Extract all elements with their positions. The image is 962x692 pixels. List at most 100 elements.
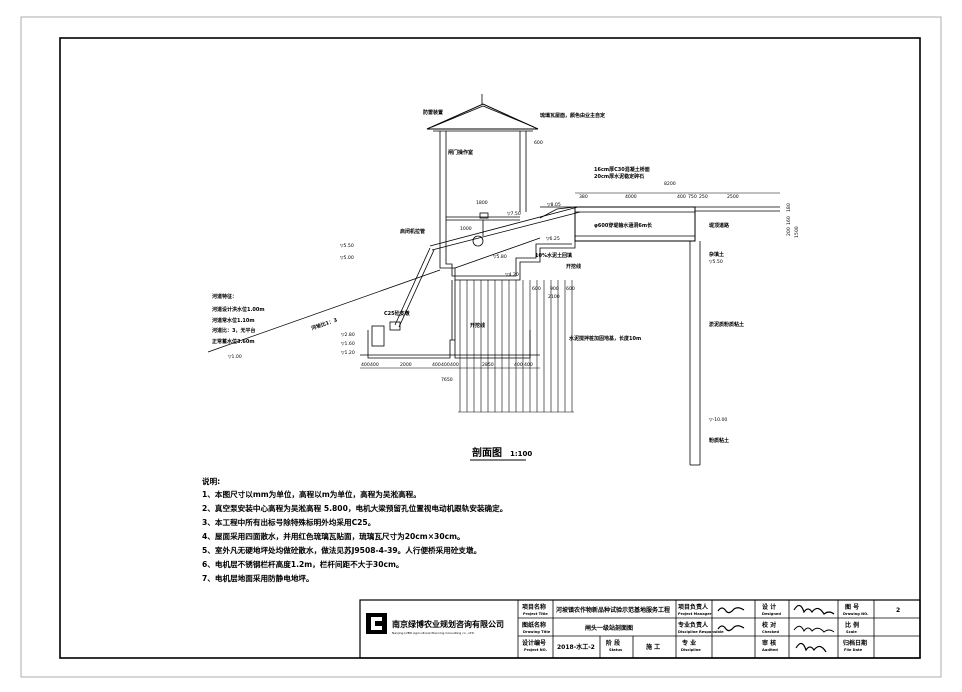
dim-right: 180: [786, 203, 792, 212]
discipline-lead-label-en: Discipline Responsible: [678, 630, 724, 634]
title-block: [359, 599, 921, 659]
note-item: 7、电机层地面采用防静电地坪。: [202, 573, 314, 583]
elevation-mark: ▽5.50: [340, 243, 354, 249]
label-pier: C25砼支墩: [384, 310, 411, 317]
drawing-name-label-en: Drawing Title: [523, 630, 551, 634]
label-excavation-line-left: 开挖线: [470, 322, 485, 329]
dim-top: 750: [688, 194, 697, 200]
drawing-no-label: 图 号: [845, 603, 859, 611]
signature-discipline: [717, 625, 745, 632]
elevation-mark: ▽6.25: [546, 236, 560, 242]
checked-label: 校 对: [762, 621, 776, 629]
dim-top: 4000: [625, 194, 637, 200]
outer-frame: [20, 16, 942, 678]
piles: [458, 280, 574, 413]
signature-audited: [795, 642, 827, 653]
label-roof: 琉璃瓦屋面，颜色由业主自定: [540, 112, 605, 119]
label-slab-top: 16cm厚C30混凝土桥面: [594, 166, 650, 173]
water-level-1: 河道设计洪水位1.00m: [211, 306, 265, 313]
design-no-label: 设计编号: [522, 639, 546, 647]
stage-label-en: Status: [609, 648, 622, 652]
dim-bottom: 400: [524, 362, 533, 368]
project-name-label-en: Project Title: [523, 612, 548, 616]
scale-label-en: Scale: [846, 630, 857, 634]
label-excavation-line: 开挖线: [566, 263, 581, 270]
dim-mid-total: 2100: [548, 294, 560, 300]
dim-bottom: 400: [514, 362, 523, 368]
audited-label-en: Audited: [762, 648, 778, 652]
elevation-mark: ▽1.60: [341, 341, 355, 347]
elevation-mark: ▽-10.00: [709, 417, 727, 423]
bridge-deck: [429, 206, 780, 251]
elevation-mark: ▽2.80: [341, 332, 355, 338]
label-fill-soil: 杂填土: [709, 251, 724, 258]
label-slope: 河坡比1：3: [309, 316, 338, 332]
note-item: 4、屋面采用四面散水，并用红色琉璃瓦贴面，琉璃瓦尺寸为20cm×30cm。: [202, 531, 465, 541]
label-lightning: 防雷装置: [423, 109, 443, 116]
dim-top: 380: [579, 194, 588, 200]
designed-label: 设 计: [762, 603, 776, 611]
ground-line: [207, 206, 576, 353]
dim-room-top: 600: [534, 140, 543, 146]
file-date-label-en: File Date: [844, 648, 863, 652]
label-pile-note: 水泥搅拌桩加固地基，长度10m: [568, 335, 641, 342]
dim-bottom: 400: [361, 362, 370, 368]
dim-bottom: 400: [450, 362, 459, 368]
dim-bottom: 400: [370, 362, 379, 368]
dim-room: 1800: [476, 200, 488, 206]
designed-label-en: Designed: [762, 612, 781, 616]
design-no-label-en: Project NO.: [524, 648, 547, 652]
label-backfill: 10%水泥土回填: [535, 252, 572, 259]
audited-label: 审 核: [762, 639, 776, 647]
elevation-mark: ▽1.00: [228, 354, 242, 360]
dim-bottom: 400: [441, 362, 450, 368]
pm-label-en: Project Manager: [678, 612, 712, 616]
water-level-2: 河道常水位1.10m: [211, 317, 255, 324]
dim-bottom: 2850: [482, 362, 494, 368]
label-hoist-pipe: 启闭机拉管: [400, 228, 425, 235]
dim-top: 2500: [727, 194, 739, 200]
dim-top: 250: [699, 194, 708, 200]
dim-mid: 600: [532, 286, 541, 292]
elevation-mark: ▽5.50: [709, 259, 723, 265]
note-item: 3、本工程中所有出标号除特殊标明外均采用C25。: [202, 517, 375, 527]
note-item: 6、电机层不锈钢栏杆高度1.2m，栏杆间距不大于30cm。: [202, 559, 404, 569]
elevation-mark: ▽8.05: [547, 202, 561, 208]
stage-value: 施 工: [646, 643, 660, 651]
company-name-cn: 南京绿博农业规划咨询有限公司: [392, 619, 504, 629]
dim-top: 400: [677, 194, 686, 200]
notes-heading: 说明:: [202, 476, 220, 486]
design-no-value: 2018-水工-2: [557, 643, 595, 651]
scale-label: 比 例: [845, 621, 859, 629]
foundation: [360, 241, 701, 466]
elevation-mark: ▽5.00: [340, 255, 354, 261]
dim-bottom: 400: [432, 362, 441, 368]
checked-label-en: Checked: [762, 630, 779, 634]
discipline-label: 专 业: [682, 639, 696, 647]
water-level-4: 正常蓄水位3.60m: [212, 338, 255, 345]
project-name-value: 河坡镇农作物新品种试验示范基地服务工程: [556, 606, 670, 614]
company-name-en: Nanjing LVBO Agricultural Planning Consu…: [392, 631, 475, 635]
dim-total-top: 8200: [664, 181, 676, 187]
label-gate-house: 闸门操作室: [448, 149, 473, 156]
dim-total-bottom: 7650: [441, 377, 453, 383]
dim-mid: 600: [566, 286, 575, 292]
dim-room-inner: 1000: [460, 226, 472, 232]
note-item: 5、室外凡无硬地坪处均做砼散水，做法见苏J9508-4-39。人行便桥采用砼支墩…: [202, 545, 481, 555]
note-item: 2、真空泵安装中心高程为吴淞高程 5.800，电机大梁预留孔位置视电动机跟轨安装…: [202, 503, 507, 513]
dim-mid: 900: [550, 286, 559, 292]
elevation-mark: ▽5.80: [493, 254, 507, 260]
water-levels-title: 河道特征：: [211, 293, 237, 300]
drawing-name-value: 闸头一级站剖面图: [585, 624, 633, 632]
drawing-no-label-en: Drawing NO.: [843, 612, 868, 616]
dim-bottom: 2000: [400, 362, 412, 368]
label-silty-clay2: 粉质粘土: [709, 437, 729, 444]
dim-right: 200: [786, 227, 792, 236]
signature-pm: [717, 607, 745, 614]
label-silty-clay: 淤泥质粉质粘土: [709, 321, 744, 328]
signature-designed: [793, 604, 835, 615]
file-date-label: 归档日期: [843, 639, 867, 647]
discipline-lead-label: 专业负责人: [678, 621, 709, 629]
elevation-mark: ▽1.20: [341, 350, 355, 356]
